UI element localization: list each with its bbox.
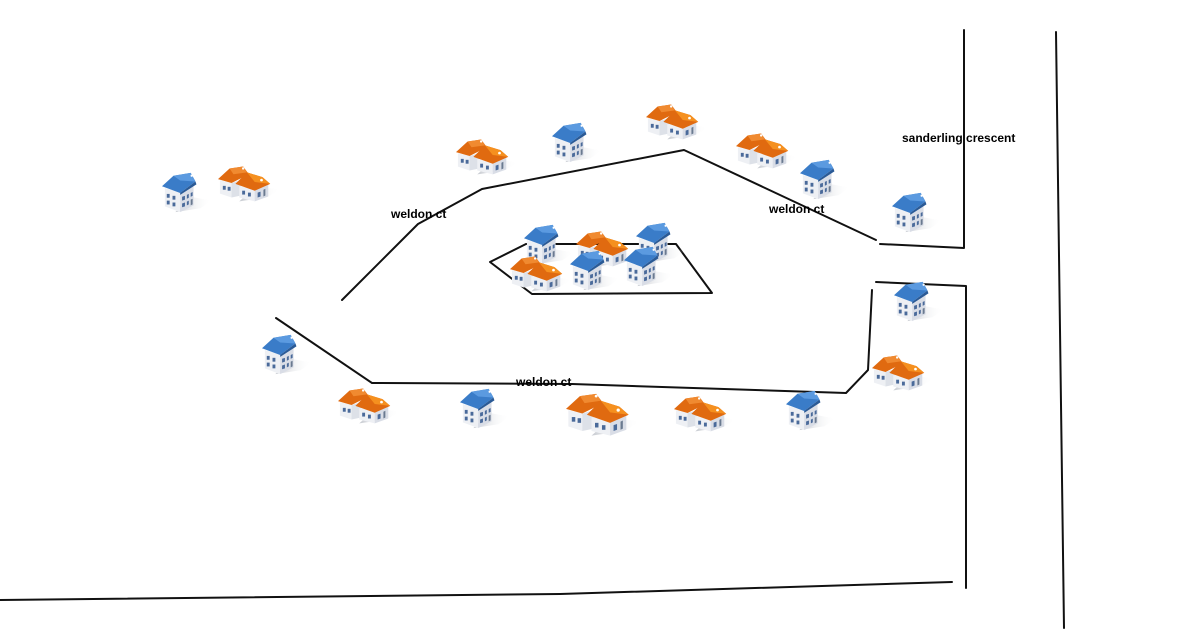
house-icon-blue — [894, 281, 944, 322]
road-sanderling-crescent-south — [875, 281, 967, 589]
house-icon-orange — [736, 133, 798, 169]
street-label-sanderling-crescent: sanderling crescent — [902, 131, 1015, 145]
road-weldon-ct-west — [341, 149, 877, 301]
house-icon-blue — [460, 388, 510, 429]
street-labels: weldon ct weldon ct weldon ct sanderling… — [390, 131, 1015, 389]
house-icon-orange — [646, 104, 708, 140]
street-label-weldon-ct-south: weldon ct — [515, 375, 571, 389]
inner-block-outline — [489, 243, 713, 295]
house-icon-orange — [566, 393, 641, 436]
house-icon-blue — [162, 172, 212, 213]
street-label-weldon-ct-east: weldon ct — [768, 202, 824, 216]
road-eastern-boundary — [1055, 31, 1065, 629]
house-icon-orange — [338, 388, 400, 424]
house-icon-blue — [800, 159, 850, 200]
house-icon-blue — [262, 334, 312, 375]
roads — [0, 29, 1065, 629]
house-icon-blue — [786, 390, 836, 431]
house-icon-orange — [456, 139, 518, 175]
house-icon-blue — [892, 192, 942, 233]
house-icon-orange — [218, 166, 280, 202]
road-weldon-ct-south-west — [275, 289, 873, 394]
house-icon-orange — [674, 396, 736, 432]
street-label-weldon-ct-west: weldon ct — [390, 207, 446, 221]
road-southern-boundary — [0, 581, 953, 601]
house-icon-blue — [552, 122, 602, 163]
road-sanderling-crescent-north — [879, 29, 965, 249]
house-icon-orange — [872, 355, 934, 391]
